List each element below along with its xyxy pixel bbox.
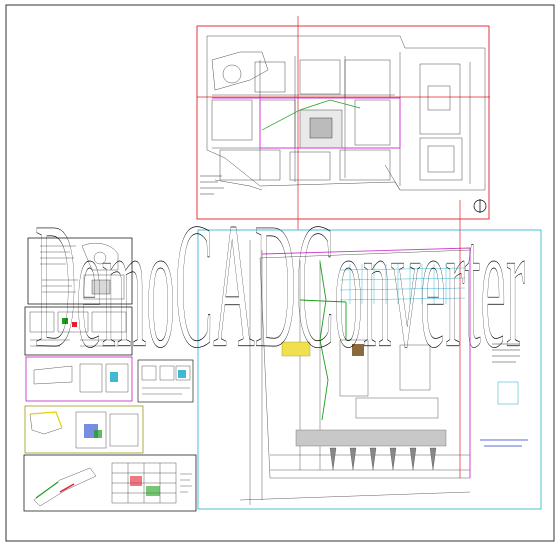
detail-sheet-3b-border [137,359,194,403]
site-plan-top-content [206,35,486,191]
detail-sheet-2-content [29,311,127,347]
detail-sheet-1[interactable] [27,237,133,305]
detail-sheet-3[interactable] [25,356,133,402]
detail-sheet-5-red-fill [130,476,142,486]
detail-sheet-5-green-fill [146,486,160,496]
detail-sheet-5-green-path [35,481,59,499]
detail-sheet-2-highlight [62,318,68,324]
plaza-yellow [281,341,311,357]
site-plan-top-border [196,25,490,220]
site-triangles [329,447,437,471]
building-brown [352,344,364,356]
detail-sheet-5[interactable] [23,454,197,512]
site-utility-green [299,261,347,421]
site-plan-top-annotation [200,175,224,195]
detail-sheet-2[interactable] [24,306,133,356]
detail-sheet-3b-cyan [178,370,186,378]
detail-sheet-3-content [33,363,129,393]
site-plan-top-path-green [261,99,361,131]
detail-sheet-4[interactable] [24,405,144,454]
detail-sheet-5-content [33,462,192,507]
outer-frame [5,4,555,542]
parking-rows-cyan [339,264,466,304]
site-road-magenta [261,247,471,478]
detail-sheet-3b-content [141,365,191,395]
detail-sheet-4-yellow-outline [29,411,63,429]
detail-sheet-1-content [40,243,125,300]
detail-sheet-5-red-path [59,483,75,493]
detail-sheet-4-green-fill [94,430,102,438]
legend-text-lines [492,343,520,363]
site-plan-top-sheet[interactable] [196,16,490,230]
site-plan-top-road-magenta [212,97,401,149]
legend-box-cyan [497,381,519,405]
detail-sheet-3-cyan-fill [110,372,118,382]
building-gray-strip [295,429,447,447]
detail-sheet-3b[interactable] [137,359,194,403]
title-text-line [480,439,528,447]
site-plan-main-border [197,229,542,510]
watermark-text: DemoCADConverter [35,186,525,386]
detail-sheet-1-border [27,237,133,305]
detail-sheet-2-border [24,306,133,356]
site-plan-main-sheet[interactable] [197,200,542,510]
detail-sheet-2-highlight-2 [72,322,77,327]
